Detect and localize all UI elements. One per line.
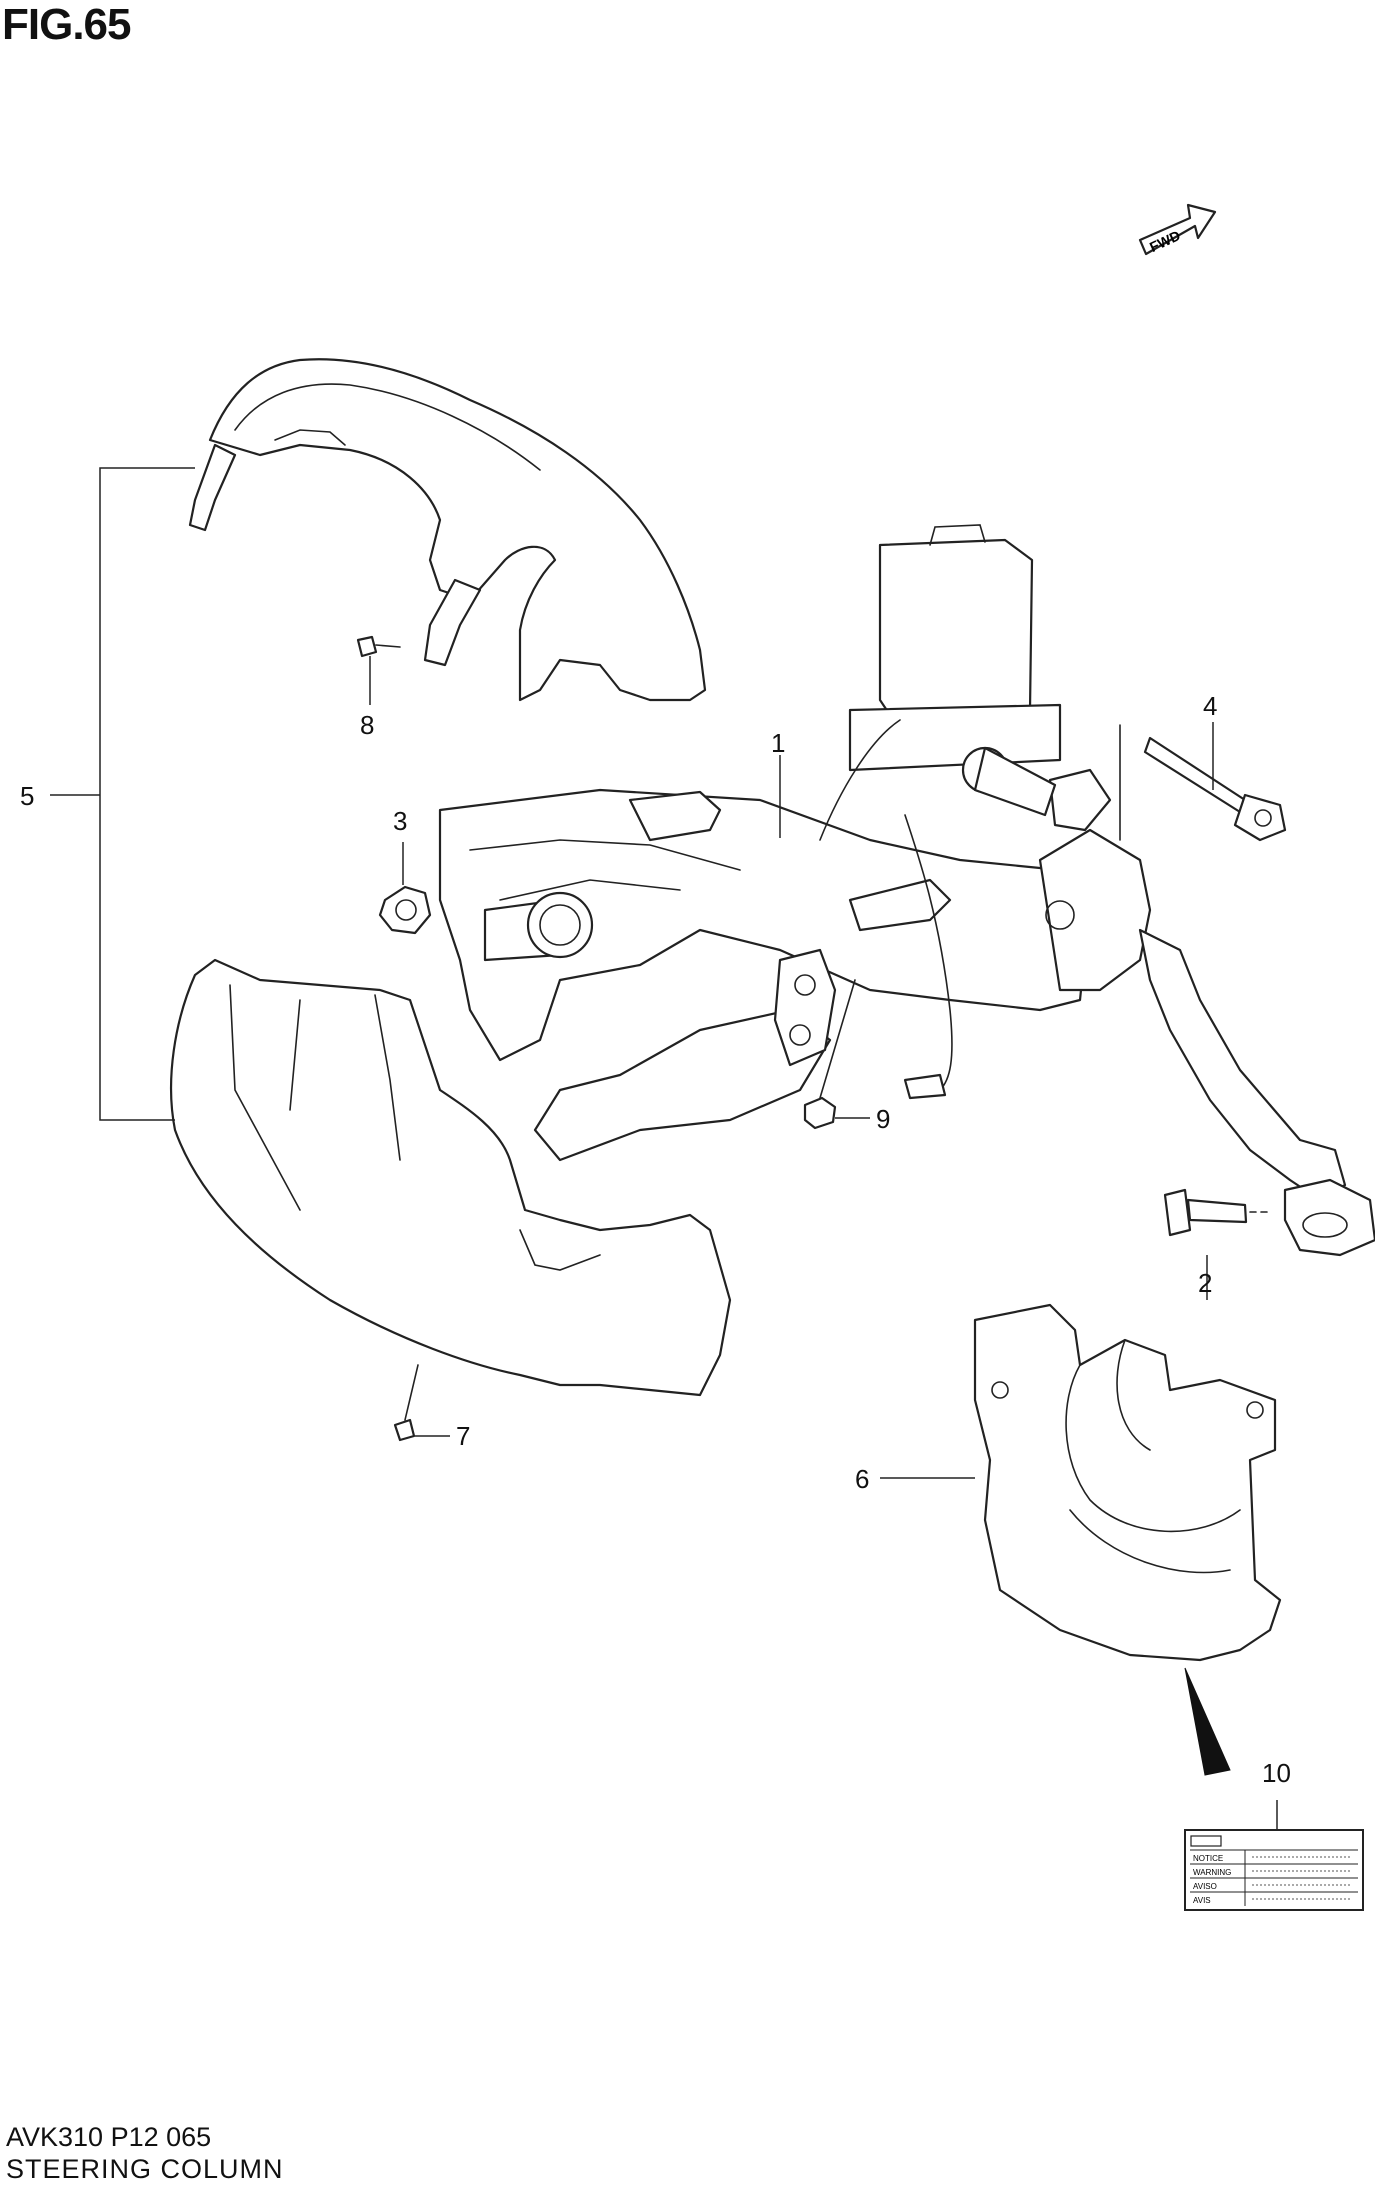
callout-5-bracket — [99, 467, 195, 1121]
nut-9 — [803, 979, 856, 1130]
callout-4: 4 — [1203, 691, 1217, 721]
figure-title: FIG.65 — [2, 0, 131, 49]
label-line-1: NOTICE — [1193, 1854, 1223, 1863]
bolt-2 — [1163, 1188, 1271, 1237]
callout-2: 2 — [1198, 1268, 1212, 1298]
label-line-4: AVIS — [1193, 1896, 1211, 1905]
callout-8: 8 — [360, 710, 374, 740]
figure-name: STEERING COLUMN — [6, 2154, 284, 2184]
nut-3 — [378, 885, 432, 935]
pointer-arrow-icon — [1184, 1667, 1231, 1776]
lower-column-cover — [170, 958, 732, 1397]
steering-column-assembly — [438, 524, 1375, 1257]
label-line-3: AVISO — [1193, 1882, 1217, 1891]
caution-label-10: NOTICE WARNING AVISO AVIS — [1184, 1829, 1364, 1911]
label-line-2: WARNING — [1193, 1868, 1231, 1877]
callout-10: 10 — [1262, 1758, 1291, 1788]
callout-5: 5 — [20, 781, 34, 811]
fwd-label: FWD — [1147, 227, 1183, 255]
callout-1: 1 — [771, 728, 785, 758]
callout-9: 9 — [876, 1104, 890, 1134]
screw-7 — [393, 1364, 419, 1442]
callout-6: 6 — [855, 1464, 869, 1494]
fwd-arrow-icon: FWD — [1138, 203, 1217, 256]
callout-3: 3 — [393, 806, 407, 836]
callout-7: 7 — [456, 1421, 470, 1451]
bolt-4 — [1119, 724, 1287, 842]
figure-code: AVK310 P12 065 — [6, 2122, 212, 2152]
column-bracket-6 — [973, 1303, 1282, 1662]
upper-column-cover — [188, 358, 707, 702]
screw-8 — [356, 635, 401, 658]
